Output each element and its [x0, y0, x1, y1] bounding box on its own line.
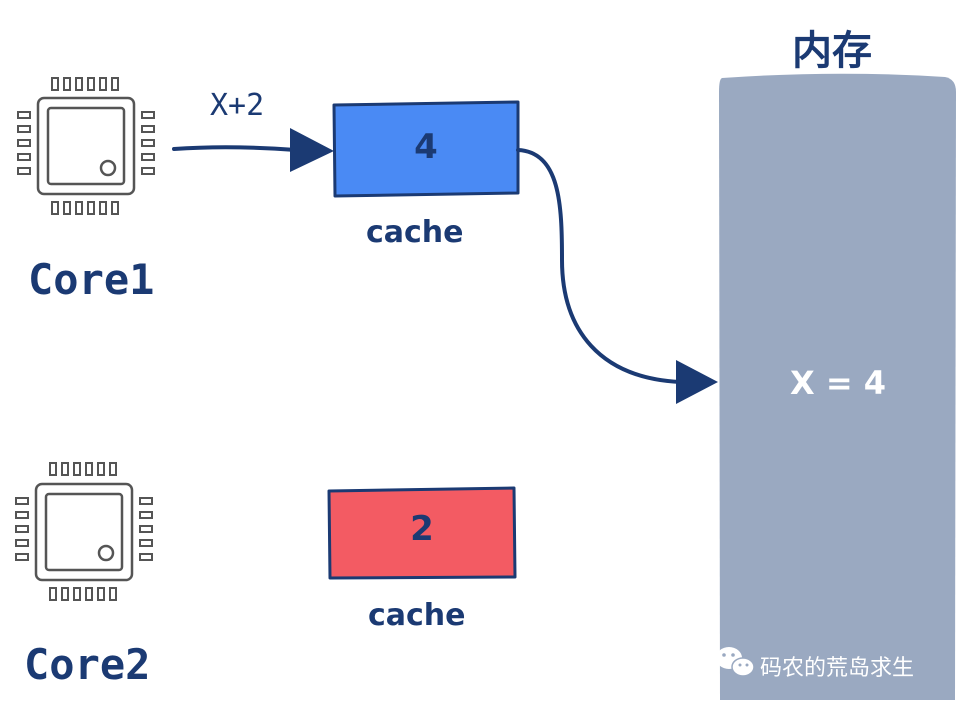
core1-cache-label: cache — [366, 215, 464, 250]
core2-label: Core2 — [24, 640, 151, 689]
watermark-text: 码农的荒岛求生 — [760, 656, 915, 681]
core1-cache-value: 4 — [414, 127, 438, 167]
core2-cache-label: cache — [368, 598, 466, 633]
memory-block — [719, 73, 956, 700]
core2-cache-value: 2 — [410, 509, 434, 549]
write-arrowhead — [290, 128, 334, 172]
memory-title: 内存 — [792, 28, 872, 74]
flush-arrowhead — [676, 360, 718, 404]
flush-arrow — [516, 148, 682, 384]
core2-cache-box — [327, 486, 517, 580]
write-arrow — [172, 145, 298, 152]
chip-icon — [17, 77, 155, 215]
write-arrow-label: X+2 — [210, 88, 265, 123]
chip-icon — [15, 462, 153, 601]
memory-value: X = 4 — [790, 364, 887, 402]
wechat-icon — [716, 647, 755, 677]
core1-cache-box — [332, 100, 520, 198]
core1-label: Core1 — [28, 255, 155, 304]
